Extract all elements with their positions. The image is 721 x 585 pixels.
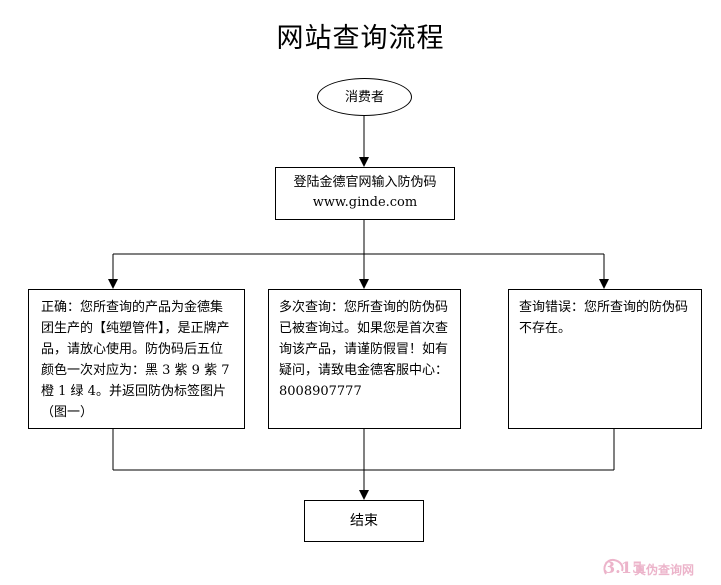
watermark-number: 3.15 [604, 558, 643, 577]
node-repeat-query: 多次查询：您所查询的防伪码已被查询过。如果您是首次查询该产品，请谨防假冒！如有疑… [268, 289, 461, 429]
node-login: 登陆金德官网输入防伪码 www.ginde.com [275, 167, 455, 220]
login-url: www.ginde.com [312, 195, 418, 210]
login-instruction: 登陆金德官网输入防伪码 [293, 175, 437, 190]
page-title: 网站查询流程 [276, 23, 445, 54]
node-correct: 正确：您所查询的产品为金德集团生产的【纯塑管件】，是正牌产品，请放心使用。防伪码… [28, 289, 245, 429]
swirl-icon [603, 558, 624, 575]
node-end: 结束 [304, 500, 424, 542]
watermark-text: 真伪查询网 [634, 563, 695, 577]
node-consumer: 消费者 [317, 78, 412, 116]
watermark-logo: 3.15 真伪查询网 [600, 556, 718, 580]
node-query-error: 查询错误：您所查询的防伪码不存在。 [508, 289, 702, 429]
